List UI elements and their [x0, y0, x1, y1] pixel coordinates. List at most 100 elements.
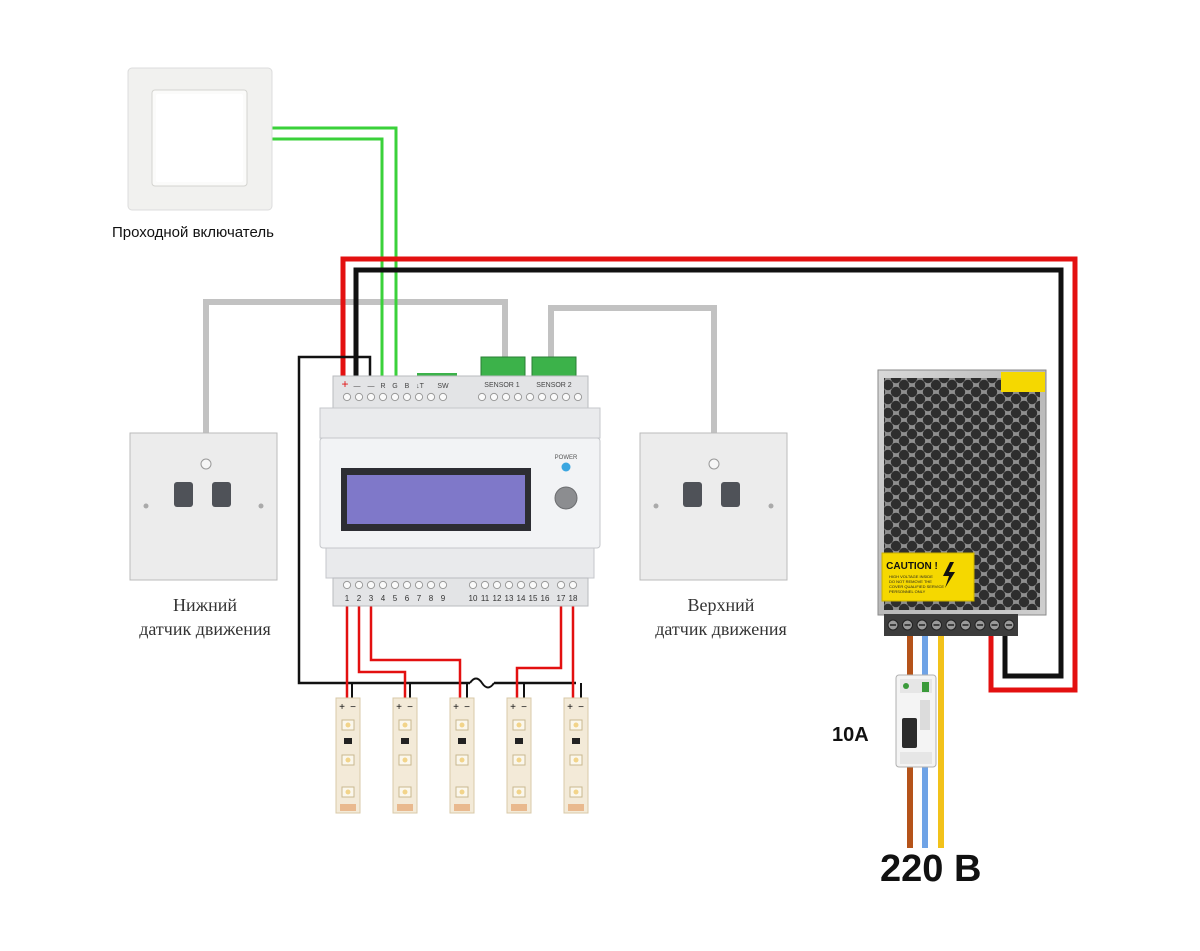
sensor-lens: [708, 458, 720, 470]
solder-pad: [568, 804, 584, 811]
terminal-label: —: [368, 383, 375, 390]
terminal-screw: [556, 580, 566, 590]
bottom-terminal-row: [342, 580, 578, 590]
sensor1-connector: [480, 356, 526, 377]
resistor: [344, 738, 352, 744]
terminal-label: B: [405, 383, 410, 390]
strip-minus-label: −: [350, 702, 356, 713]
terminal-label: +: [341, 377, 348, 391]
terminal-number: 12: [493, 594, 502, 603]
strip-common-negative: [297, 355, 470, 685]
led-strip: +−: [506, 697, 532, 814]
caution-title: CAUTION !: [886, 561, 938, 572]
terminal-number: 5: [393, 594, 398, 603]
terminal-screw: [402, 580, 412, 590]
terminal-screw: [414, 580, 424, 590]
terminal-screw: [540, 580, 550, 590]
terminal-screw: [426, 580, 436, 590]
terminal-number: 10: [469, 594, 478, 603]
strip-minus-label: −: [464, 702, 470, 713]
led-strip: +−: [335, 697, 361, 814]
sensor-lens: [200, 458, 212, 470]
terminal-screw: [501, 392, 511, 402]
breaker-toggle[interactable]: [902, 718, 917, 748]
terminal-number: 15: [529, 594, 538, 603]
terminal-number: 9: [441, 594, 446, 603]
terminal-label: —: [354, 383, 361, 390]
power-supply-unit: CAUTION ! HIGH VOLTAGE INSIDE DO NOT REM…: [877, 369, 1047, 636]
strip-minus-label: −: [521, 702, 527, 713]
psu-terminal-screws: [887, 619, 1015, 631]
terminal-label: ↓T: [416, 383, 425, 390]
upper-sensor-label: Верхний датчик движения: [636, 593, 806, 641]
lower-sensor-label-line-1: Нижний: [173, 595, 237, 615]
led-strip: +−: [449, 697, 475, 814]
terminal-number: 11: [481, 594, 490, 603]
lower-sensor-label-line-2: датчик движения: [139, 619, 271, 639]
terminal-screw: [354, 392, 364, 402]
switch-wire-1: [272, 126, 398, 384]
terminal-number: 2: [357, 594, 362, 603]
terminal-screw: [528, 580, 538, 590]
terminal-number: 6: [405, 594, 410, 603]
terminal-number: 16: [541, 594, 550, 603]
terminal-screw: [366, 580, 376, 590]
strip-plus-label: +: [453, 702, 459, 713]
terminal-screw: [537, 392, 547, 402]
upper-motion-sensor: [639, 432, 788, 581]
terminal-number: 3: [369, 594, 374, 603]
led-strips: +−+−+−+−+−: [335, 697, 589, 814]
control-button[interactable]: [554, 486, 578, 510]
terminal-screw: [402, 392, 412, 402]
terminal-screw: [438, 580, 448, 590]
terminal-screw: [492, 580, 502, 590]
negative-supply-wire: [353, 267, 1064, 679]
terminal-number: 1: [345, 594, 350, 603]
solder-pad: [511, 804, 527, 811]
terminal-screw: [525, 392, 535, 402]
terminal-screw: [549, 392, 559, 402]
caution-line: COVER QUALIFIED SERVICE: [889, 584, 944, 589]
sensor-button: [683, 482, 702, 507]
terminal-label: R: [380, 383, 385, 390]
terminal-label: G: [392, 383, 397, 390]
terminal-screw: [477, 392, 487, 402]
sensor2-cable: [548, 305, 717, 440]
terminal-screw: [504, 580, 514, 590]
terminal-screw: [342, 580, 352, 590]
led-strip: +−: [563, 697, 589, 814]
resistor: [458, 738, 466, 744]
terminal-number: 17: [557, 594, 566, 603]
terminal-number: 18: [569, 594, 578, 603]
terminal-number: 7: [417, 594, 422, 603]
terminal-screw: [573, 392, 583, 402]
resistor: [515, 738, 523, 744]
solder-pad: [340, 804, 356, 811]
terminal-screw: [513, 392, 523, 402]
terminal-screw: [489, 392, 499, 402]
strip-minus-label: −: [578, 702, 584, 713]
power-led: [561, 462, 571, 472]
lower-motion-sensor: [129, 432, 278, 581]
sensor-button: [721, 482, 740, 507]
output-wire-17: [515, 605, 563, 700]
solder-pad: [397, 804, 413, 811]
solder-pad: [454, 804, 470, 811]
lower-sensor-label: Нижний датчик движения: [120, 593, 290, 641]
sensor2-label: SENSOR 2: [536, 382, 572, 389]
terminal-screw: [342, 392, 352, 402]
terminal-screw: [390, 392, 400, 402]
upper-sensor-label-line-2: датчик движения: [655, 619, 787, 639]
strip-plus-label: +: [567, 702, 573, 713]
pass-switch-label: Проходной включатель: [112, 224, 274, 241]
sensor-button: [174, 482, 193, 507]
breaker-rating-label: 10A: [832, 724, 869, 746]
terminal-screw: [414, 392, 424, 402]
caution-line: DO NOT REMOVE THE: [889, 579, 932, 584]
terminal-number: 8: [429, 594, 434, 603]
strip-minus-label: −: [407, 702, 413, 713]
pass-through-switch: [127, 67, 273, 211]
